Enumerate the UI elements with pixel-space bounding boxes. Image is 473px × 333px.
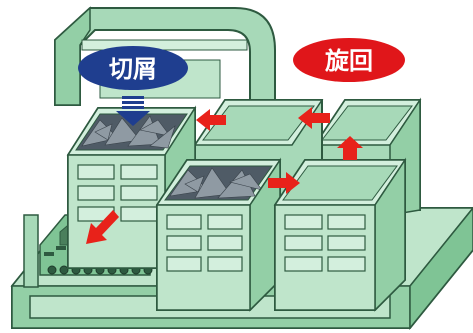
arrow-right-icon xyxy=(268,172,300,194)
rotation-label: 旋回 xyxy=(324,47,373,75)
scrap-pile-middle xyxy=(169,167,263,199)
arrow-left-icon xyxy=(196,109,226,131)
arrow-down-left-icon xyxy=(86,210,119,244)
bin-left-panels xyxy=(77,164,158,222)
arrow-left-icon xyxy=(298,107,330,129)
conveyor-rollers xyxy=(47,265,153,275)
cutting-label: 切屑 xyxy=(109,55,157,83)
chip-feed-arrow-icon xyxy=(116,96,150,126)
cutting-badge: 切屑 xyxy=(78,46,188,90)
bin-front-right xyxy=(273,157,407,312)
rotation-arrows xyxy=(86,107,363,244)
bin-front-middle xyxy=(155,157,282,312)
left-post xyxy=(23,214,39,288)
bin-right-panels xyxy=(284,214,366,272)
scrap-pile-left xyxy=(81,115,176,149)
arrow-up-icon xyxy=(337,136,363,160)
rotation-badge: 旋回 xyxy=(293,38,405,82)
bin-middle-panels xyxy=(166,214,243,272)
